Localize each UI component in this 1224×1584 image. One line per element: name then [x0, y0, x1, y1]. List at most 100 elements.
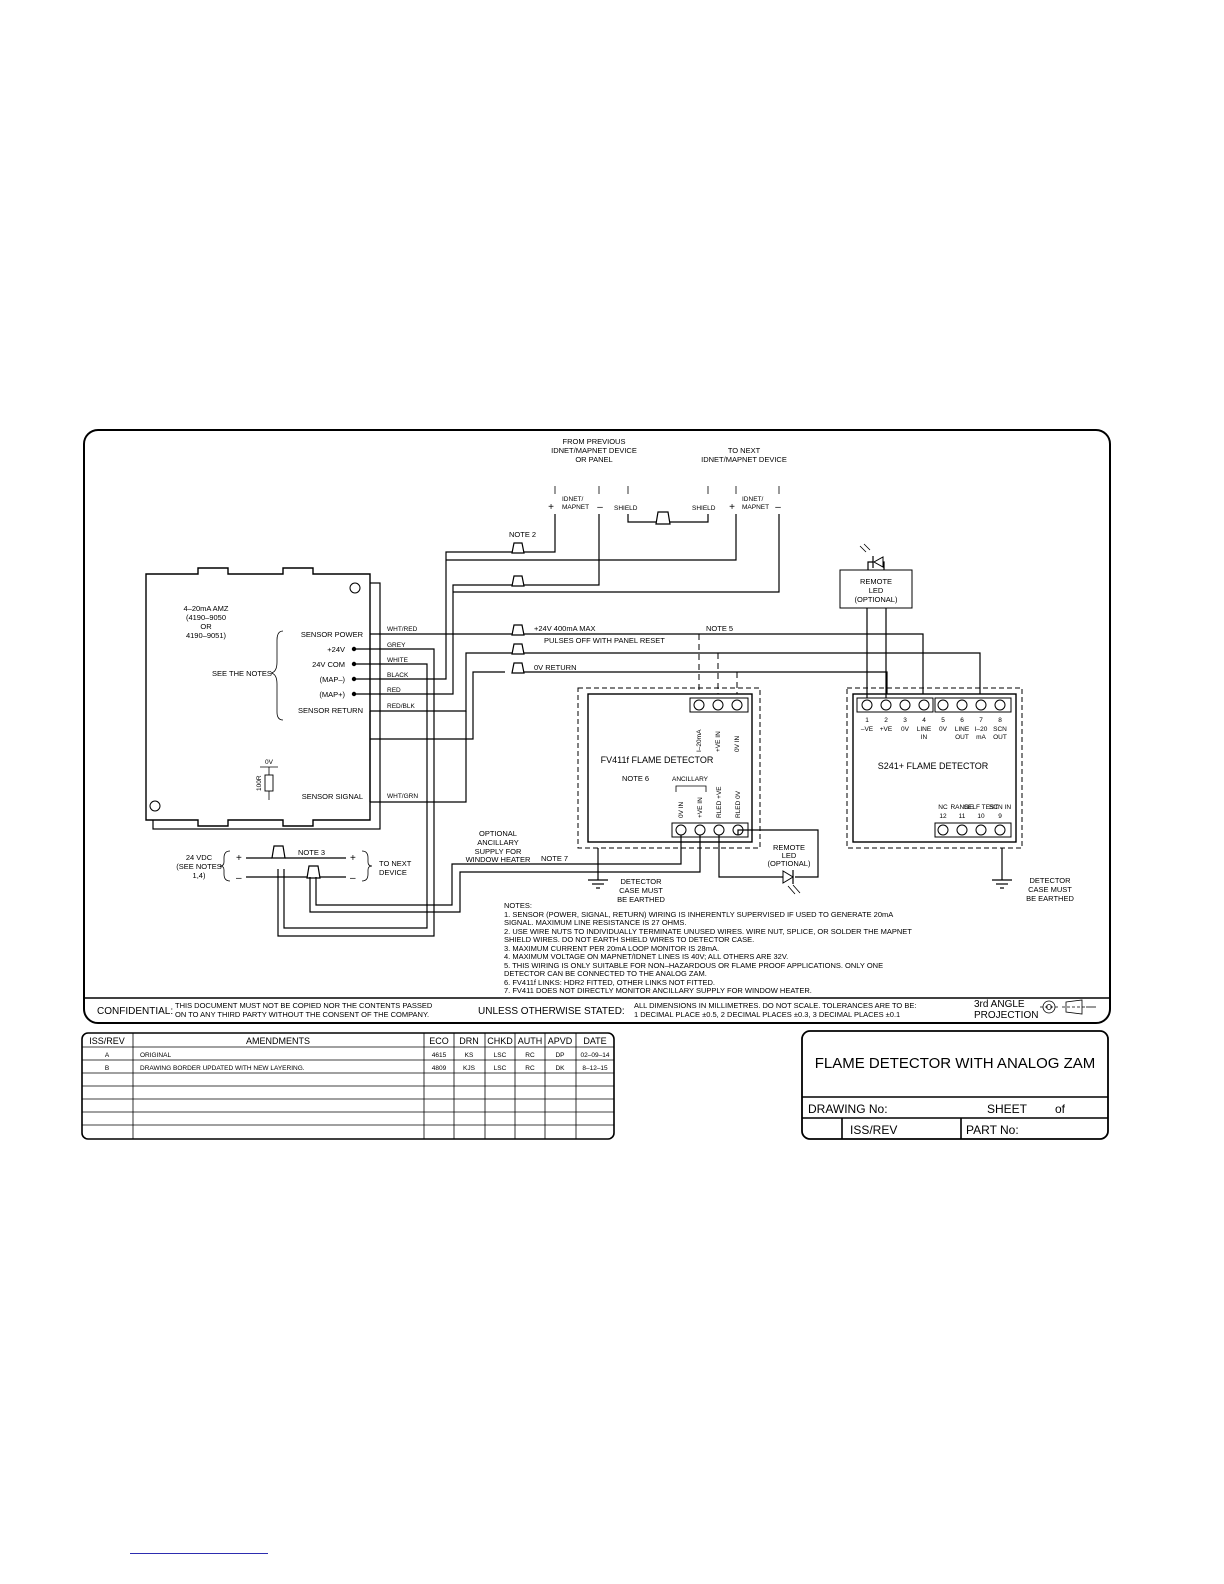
s241-earth-3: BE EARTHED [1026, 894, 1074, 903]
fv-bot-term-3: RLED +VE [716, 786, 723, 818]
note3-label: NOTE 3 [298, 848, 325, 857]
supply-label-3: 1,4) [193, 871, 206, 880]
next-idnet-2: MAPNET [742, 504, 769, 511]
prev-minus: – [597, 502, 603, 513]
s241-num-4: 4 [922, 717, 926, 724]
wire-red-blk: RED/BLK [387, 703, 415, 710]
s241-earth-2: CASE MUST [1028, 885, 1072, 894]
rev-a-eco: 4615 [432, 1052, 447, 1059]
projection-symbol-icon [1040, 999, 1096, 1015]
fv-earth-2: CASE MUST [619, 886, 663, 895]
bus-return-label: 0V RETURN [534, 663, 577, 672]
resistor-100r [264, 774, 274, 792]
rev-header-eco: ECO [429, 1036, 449, 1046]
amz-title-4: 4190–9051) [186, 631, 227, 640]
fv411-earth: DETECTOR CASE MUST BE EARTHED [588, 848, 665, 904]
table-row: B DRAWING BORDER UPDATED WITH NEW LAYERI… [105, 1065, 608, 1072]
wire-wht-grn: WHT/GRN [387, 793, 418, 800]
amz-term-map-plus: (MAP+) [319, 690, 345, 699]
revision-table: ISS/REV AMENDMENTS ECO DRN CHKD AUTH APV… [81, 1032, 615, 1140]
fv-led-2: LED [782, 851, 797, 860]
aux-supply-1: OPTIONAL [479, 829, 517, 838]
s241-num-2: 2 [884, 717, 888, 724]
title-block-iss-rev: ISS/REV [850, 1123, 897, 1137]
amz-term-map-minus: (MAP–) [320, 675, 346, 684]
wire-grey: GREY [387, 642, 406, 649]
aux-supply-2: ANCILLARY [477, 838, 519, 847]
confidential-label: CONFIDENTIAL: [97, 1006, 173, 1017]
note-line-8: DETECTOR CAN BE CONNECTED TO THE ANALOG … [504, 969, 707, 978]
note-line-9: 6. FV411f LINKS: HDR2 FITTED, OTHER LINK… [504, 978, 715, 987]
s241-bot-num-11: 11 [959, 813, 966, 820]
supply-to-next-1: TO NEXT [379, 859, 412, 868]
s241-num-5: 5 [941, 717, 945, 724]
fv-earth-1: DETECTOR [620, 877, 662, 886]
s241-bot-lbl-selftest: SELF TEST [964, 804, 999, 811]
amz-module: 4–20mA AMZ (4190–9050 OR 4190–9051) SEE … [145, 567, 381, 830]
title-block-title: FLAME DETECTOR WITH ANALOG ZAM [815, 1055, 1096, 1072]
s241-lbl-8: SCN [993, 726, 1007, 733]
from-prev-line1: FROM PREVIOUS [563, 437, 626, 446]
unless-text-2: 1 DECIMAL PLACE ±0.5, 2 DECIMAL PLACES ±… [634, 1010, 900, 1019]
footer-link-underline[interactable] [130, 1553, 268, 1554]
from-prev-line3: OR PANEL [575, 455, 612, 464]
next-idnet-1: IDNET/ [742, 496, 764, 503]
notes-block: NOTES: 1. SENSOR (POWER, SIGNAL, RETURN)… [504, 901, 912, 995]
rev-b-apvd: DK [555, 1065, 565, 1072]
wire-nut-supply-plus [271, 845, 286, 859]
s241-led-3: (OPTIONAL) [855, 595, 898, 604]
fv-led-3: (OPTIONAL) [768, 859, 811, 868]
supply-label-2: (SEE NOTES [176, 862, 221, 871]
drawing-border [83, 429, 1111, 1024]
note-line-2: SIGNAL. MAXIMUM LINE RESISTANCE IS 27 OH… [504, 918, 686, 927]
amz-title-1: 4–20mA AMZ [183, 604, 228, 613]
amz-term-24v: +24V [327, 645, 345, 654]
note-line-3: 2. USE WIRE NUTS TO INDIVIDUALLY TERMINA… [504, 927, 912, 936]
s241-led-2: LED [869, 586, 884, 595]
prev-shield: SHIELD [614, 505, 638, 512]
amz-title-3: OR [200, 622, 212, 631]
wire-nut-pulses [511, 643, 525, 655]
note7-label: NOTE 7 [541, 854, 568, 863]
s241-num-1: 1 [865, 717, 869, 724]
rev-b-eco: 4809 [432, 1065, 447, 1072]
s241-lbl-4: LINE [917, 726, 932, 733]
prev-idnet-1: IDNET/ [562, 496, 584, 503]
rev-b-auth: RC [525, 1065, 535, 1072]
aux-supply-4: WINDOW HEATER [466, 855, 531, 864]
rev-a-drn: KS [465, 1052, 474, 1059]
title-block: FLAME DETECTOR WITH ANALOG ZAM DRAWING N… [801, 1030, 1109, 1140]
rev-header-amend: AMENDMENTS [246, 1036, 310, 1046]
bus-pulses-label: PULSES OFF WITH PANEL RESET [544, 636, 665, 645]
rev-a-amend: ORIGINAL [140, 1052, 171, 1059]
s241-lbl-2: +VE [880, 726, 893, 733]
projection-1: 3rd ANGLE [974, 999, 1025, 1010]
rev-a-date: 02–09–14 [581, 1052, 610, 1059]
wire-nut-24v [511, 624, 525, 636]
bus-power-label: +24V 400mA MAX [534, 624, 596, 633]
s241-num-8: 8 [998, 717, 1002, 724]
fv-earth-3: BE EARTHED [617, 895, 665, 904]
title-block-part-no: PART No: [966, 1123, 1019, 1137]
note-line-1: 1. SENSOR (POWER, SIGNAL, RETURN) WIRING… [504, 910, 893, 919]
note-line-5: 3. MAXIMUM CURRENT PER 20mA LOOP MONITOR… [504, 944, 719, 953]
wire-red: RED [387, 687, 401, 694]
fv-note6: NOTE 6 [622, 774, 649, 783]
fv-bot-term-2: +VE IN [697, 797, 704, 818]
s241-remote-led: REMOTE LED (OPTIONAL) [839, 543, 913, 698]
rev-a-chkd: LSC [494, 1052, 507, 1059]
shield-wire-nut [655, 511, 671, 525]
fv-bot-term-4: RLED 0V [735, 790, 742, 818]
to-next-line1: TO NEXT [728, 446, 761, 455]
supply-label-1: 24 VDC [186, 853, 213, 862]
supply-plus-right: + [350, 853, 356, 864]
wire-nut-supply-minus [306, 865, 321, 879]
s241-bot-num-10: 10 [977, 813, 985, 820]
s241-num-7: 7 [979, 717, 983, 724]
supply-24vdc: 24 VDC (SEE NOTES 1,4) + – NOTE 3 + – TO… [176, 845, 412, 884]
to-next-line2: IDNET/MAPNET DEVICE [701, 455, 787, 464]
amz-term-sensor-return: SENSOR RETURN [298, 706, 363, 715]
next-plus: + [729, 502, 735, 513]
note-line-10: 7. FV411 DOES NOT DIRECTLY MONITOR ANCIL… [504, 986, 812, 995]
s241-bot-lbl-range: RANGE [950, 804, 974, 811]
